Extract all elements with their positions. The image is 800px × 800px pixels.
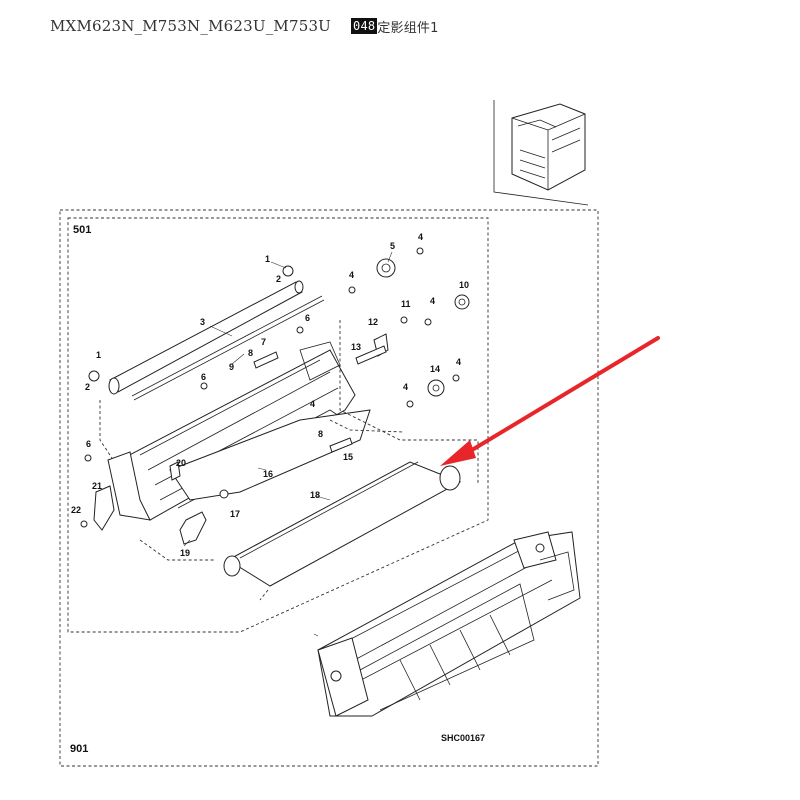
alignment-lines bbox=[99, 320, 479, 601]
bracket bbox=[179, 511, 207, 545]
shaft bbox=[131, 295, 325, 401]
callout-12: 12 bbox=[368, 317, 378, 327]
model-title: MXM623N_M753N_M623U_M753U bbox=[50, 17, 332, 35]
callout-17: 17 bbox=[230, 509, 240, 519]
callout-22: 22 bbox=[71, 505, 81, 515]
unit-leader bbox=[313, 633, 319, 637]
callout-8: 8 bbox=[248, 348, 253, 358]
group-901-boundary bbox=[59, 209, 599, 767]
group-label-901: 901 bbox=[70, 743, 88, 755]
callout-4: 4 bbox=[310, 399, 315, 409]
lower-plate bbox=[169, 409, 371, 501]
callout-3: 3 bbox=[200, 317, 205, 327]
callout-11: 11 bbox=[401, 299, 411, 309]
callout-10: 10 bbox=[459, 280, 469, 290]
section-code-badge: 048 bbox=[351, 18, 378, 34]
printer-inset bbox=[493, 100, 589, 206]
callout-4: 4 bbox=[430, 296, 435, 306]
callout-2: 2 bbox=[276, 274, 281, 284]
callout-14: 14 bbox=[430, 364, 440, 374]
callout-2: 2 bbox=[85, 382, 90, 392]
page-header: MXM623N_M753N_M623U_M753U 048 定影组件1 bbox=[50, 14, 439, 38]
callout-4: 4 bbox=[456, 357, 461, 367]
fuser-unit-assembly bbox=[317, 531, 581, 717]
red-pointer-arrow bbox=[440, 336, 660, 466]
callout-6: 6 bbox=[305, 313, 310, 323]
callout-4: 4 bbox=[349, 270, 354, 280]
section-title: 定影组件1 bbox=[377, 20, 439, 36]
callout-6: 6 bbox=[201, 372, 206, 382]
heat-roller bbox=[108, 280, 304, 395]
reference-code: SHC00167 bbox=[441, 733, 485, 743]
callout-9: 9 bbox=[229, 362, 234, 372]
callout-labels: 1 1 2 2 3 4 4 4 4 4 4 5 6 6 6 7 8 8 9 10… bbox=[71, 232, 469, 558]
callout-13: 13 bbox=[351, 342, 361, 352]
small-parts bbox=[80, 247, 470, 528]
callout-16: 16 bbox=[263, 469, 273, 479]
callout-6: 6 bbox=[86, 439, 91, 449]
pressure-roller bbox=[223, 461, 462, 587]
group-label-501: 501 bbox=[73, 224, 91, 236]
callout-19: 19 bbox=[180, 548, 190, 558]
callout-21: 21 bbox=[92, 481, 102, 491]
callout-20: 20 bbox=[176, 458, 186, 468]
callout-1: 1 bbox=[265, 254, 270, 264]
callout-4: 4 bbox=[418, 232, 423, 242]
group-501-boundary bbox=[67, 217, 489, 633]
callout-8: 8 bbox=[318, 429, 323, 439]
callout-7: 7 bbox=[261, 337, 266, 347]
callout-15: 15 bbox=[343, 452, 353, 462]
callout-4: 4 bbox=[403, 382, 408, 392]
callout-18: 18 bbox=[310, 490, 320, 500]
leader-lines bbox=[183, 251, 393, 547]
callout-5: 5 bbox=[390, 241, 395, 251]
side-holder bbox=[93, 485, 115, 531]
callout-1: 1 bbox=[96, 350, 101, 360]
